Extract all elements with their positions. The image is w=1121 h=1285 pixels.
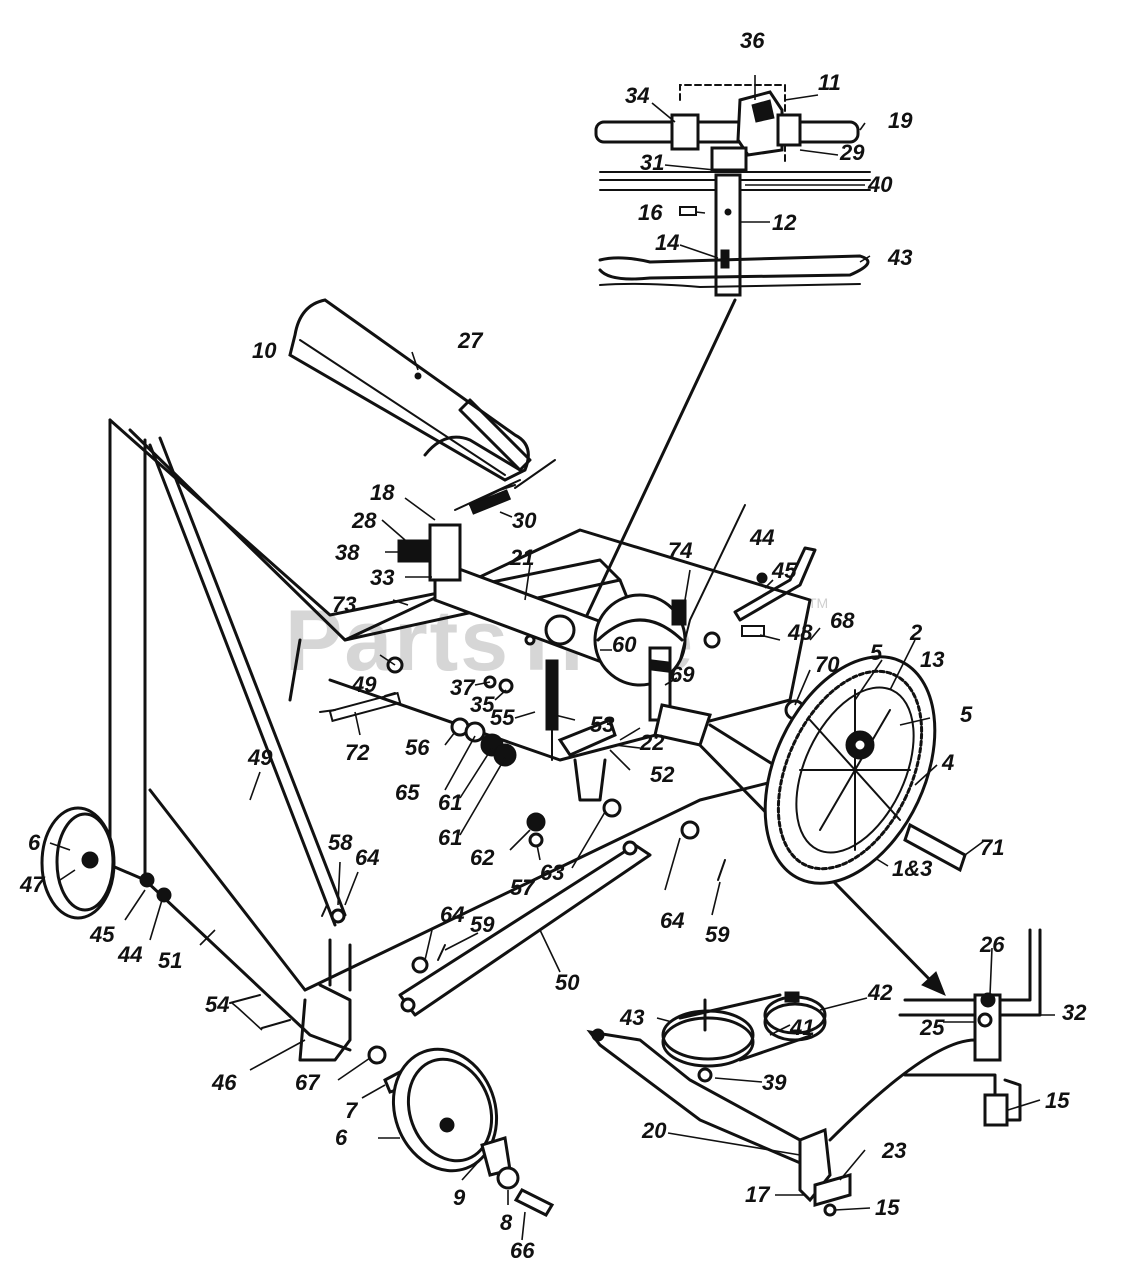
part-label-14: 14 (655, 230, 679, 255)
part-label-58: 58 (328, 830, 353, 855)
part-label-43-top: 43 (887, 245, 912, 270)
part-label-55: 55 (490, 705, 515, 730)
part-label-54: 54 (205, 992, 229, 1017)
part-label-21: 21 (509, 545, 534, 570)
part-label-61-upper: 61 (438, 790, 462, 815)
leader-lines (49, 75, 1055, 1241)
part-label-50: 50 (555, 970, 580, 995)
part-label-4: 4 (941, 750, 954, 775)
part-label-73: 73 (332, 592, 356, 617)
front-wheel-right (391, 1047, 555, 1217)
part-label-2: 2 (909, 620, 923, 645)
part-label-25: 25 (919, 1015, 945, 1040)
part-label-71: 71 (980, 835, 1004, 860)
part-label-63: 63 (540, 860, 564, 885)
part-label-44-bottom: 44 (117, 942, 142, 967)
part-label-13: 13 (920, 647, 944, 672)
part-label-65: 65 (395, 780, 420, 805)
rear-wheel (763, 655, 967, 885)
part-label-31: 31 (640, 150, 664, 175)
part-label-7: 7 (345, 1098, 359, 1123)
blade-assembly (586, 991, 977, 1217)
part-label-69: 69 (670, 662, 695, 687)
part-label-42: 42 (867, 980, 893, 1005)
part-label-57: 57 (510, 875, 536, 900)
part-label-66: 66 (510, 1238, 535, 1263)
part-label-61-lower: 61 (438, 825, 462, 850)
watermark-trademark: TM (808, 595, 828, 611)
part-label-1-and-3: 1&3 (892, 856, 932, 881)
main-frame (108, 398, 817, 1062)
part-label-8: 8 (500, 1210, 513, 1235)
part-label-56: 56 (405, 735, 430, 760)
part-label-15-inset: 15 (1045, 1088, 1070, 1113)
part-label-51: 51 (158, 948, 182, 973)
part-label-44-top: 44 (749, 525, 774, 550)
part-label-74: 74 (668, 538, 692, 563)
part-label-52: 52 (650, 762, 675, 787)
part-label-6-left: 6 (28, 830, 41, 855)
part-label-62: 62 (470, 845, 495, 870)
part-label-15-bottom: 15 (875, 1195, 900, 1220)
part-label-26: 26 (979, 932, 1005, 957)
part-label-43-bottom: 43 (619, 1005, 644, 1030)
part-label-49-mid: 49 (351, 672, 377, 697)
part-label-29: 29 (839, 140, 865, 165)
part-label-39: 39 (762, 1070, 787, 1095)
part-label-32: 32 (1062, 1000, 1087, 1025)
part-label-59-mid: 59 (470, 912, 495, 937)
part-label-34: 34 (625, 83, 649, 108)
part-label-35: 35 (470, 692, 495, 717)
part-label-41: 41 (789, 1015, 814, 1040)
part-label-27: 27 (457, 328, 484, 353)
part-label-16: 16 (638, 200, 663, 225)
part-label-19: 19 (888, 108, 913, 133)
part-label-67: 67 (295, 1070, 321, 1095)
part-label-18: 18 (370, 480, 395, 505)
handle-cover (288, 298, 530, 482)
part-label-38: 38 (335, 540, 360, 565)
part-label-30: 30 (512, 508, 537, 533)
part-label-37: 37 (450, 675, 476, 700)
part-label-64-mid: 64 (440, 902, 464, 927)
part-label-11: 11 (818, 70, 841, 95)
part-label-33: 33 (370, 565, 394, 590)
part-label-53: 53 (590, 712, 614, 737)
part-label-23: 23 (881, 1138, 906, 1163)
part-label-46: 46 (211, 1070, 237, 1095)
part-label-68: 68 (830, 608, 855, 633)
part-label-70: 70 (815, 652, 840, 677)
part-labels: 36 11 34 19 29 31 40 16 12 14 43 10 27 1… (19, 28, 1087, 1263)
part-label-28: 28 (351, 508, 377, 533)
part-label-60: 60 (612, 632, 637, 657)
part-label-36: 36 (740, 28, 765, 53)
part-label-47: 47 (19, 872, 46, 897)
part-label-59-right: 59 (705, 922, 730, 947)
gearbox-inset (594, 84, 871, 297)
part-label-12: 12 (772, 210, 797, 235)
part-label-40: 40 (867, 172, 893, 197)
part-label-22: 22 (639, 730, 665, 755)
part-label-64-right: 64 (660, 908, 684, 933)
part-label-5-top: 5 (870, 640, 883, 665)
part-label-6-right: 6 (335, 1125, 348, 1150)
part-label-10: 10 (252, 338, 277, 363)
part-label-72: 72 (345, 740, 370, 765)
part-label-48: 48 (787, 620, 813, 645)
part-label-45-bottom: 45 (89, 922, 115, 947)
part-label-5-bottom: 5 (960, 702, 973, 727)
part-label-49-left: 49 (247, 745, 273, 770)
part-label-64-left: 64 (355, 845, 379, 870)
part-label-17: 17 (745, 1182, 771, 1207)
part-label-20: 20 (641, 1118, 667, 1143)
front-wheel-left (40, 806, 116, 920)
part-label-45-top: 45 (771, 558, 797, 583)
part-label-9: 9 (453, 1185, 466, 1210)
